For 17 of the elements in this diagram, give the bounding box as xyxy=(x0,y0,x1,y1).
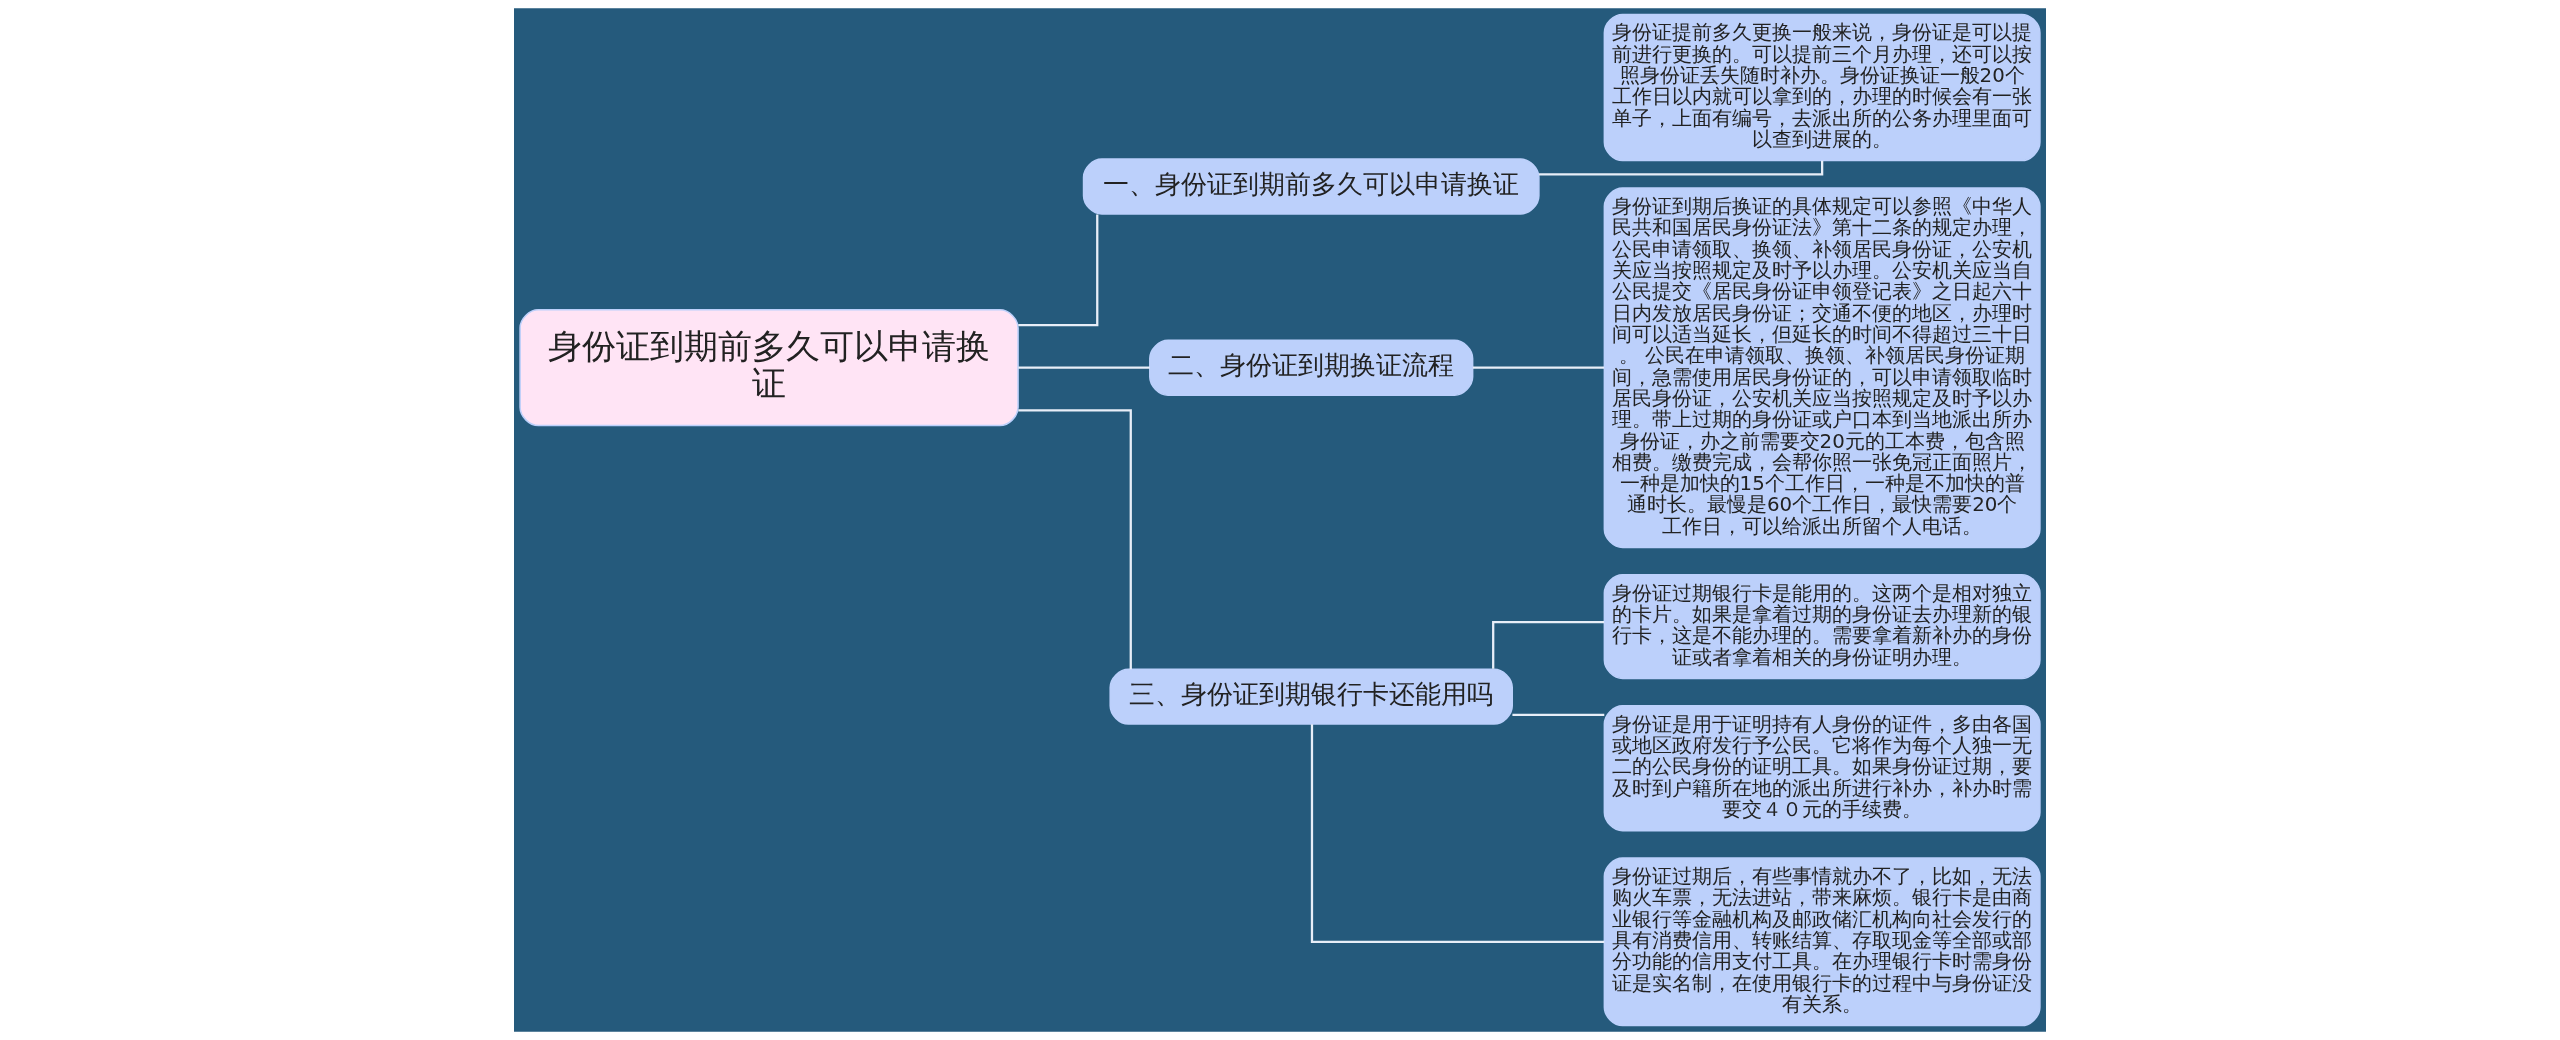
connector xyxy=(1472,366,1605,369)
connector xyxy=(1512,713,1605,717)
node-box: 身份证是用于证明持有人身份的证件，多由各国或地区政府发行予公民。它将作为每个人独一无二的公民身份的证明工具。如果身份证过期，要及时到户籍所在地的派出所进行补办，补办时需要交４０元的手续费。 xyxy=(1603,705,2041,832)
connector xyxy=(1492,620,1605,669)
connector xyxy=(1018,366,1150,369)
connector xyxy=(1018,409,1132,670)
node-box: 身份证过期后，有些事情就办不了，比如，无法购火车票，无法进站，带来麻烦。银行卡是由商业银行等金融机构及邮政储汇机构向社会发行的具有消费信用、转账结算、存取现金等全部或部分功能的信用支付工具。在办理银行卡时需身份证是实名制，在使用银行卡的过程中与身份证没有关系。 xyxy=(1603,857,2041,1027)
connector xyxy=(1310,724,1605,943)
node-box: 三、身份证到期银行卡还能用吗 xyxy=(1109,668,1513,725)
node-box: 身份证到期后换证的具体规定可以参照《中华人民共和国居民身份证法》第十二条的规定办理，公民申请领取、换领、补领居民身份证，公安机关应当按照规定及时予以办理。公安机关应当自公民提交《居民身份证申领登记表》之日起六十日内发放居民身份证；交通不便的地区，办理时间可以适当延长，但延长的时间不得超过三十日。 公民在申请领取、换领、补领居民身份证期间，急需使用居民身份证的，可以申请领取临时居民身份证，公安机关应当按照规定及时予以办理。带上过期的身份证或户口本到当地派出所办身份证，办之前需要交20元的工本费，包含照相费。缴费完成，会帮你照一张免冠正面照片，一种是加快的15个工作日，一种是不加快的普通时长。最慢是60个工作日，最快需要20个工作日，可以给派出所留个人电话。 xyxy=(1603,187,2041,549)
node-box: 身份证到期前多久可以申请换证 xyxy=(519,309,1019,427)
connector xyxy=(1018,214,1099,327)
node-box: 身份证提前多久更换一般来说，身份证是可以提前进行更换的。可以提前三个月办理，还可以按照身份证丢失随时补办。身份证换证一般20个工作日以内就可以拿到的，办理的时候会有一张单子，上面有编号，去派出所的公务办理里面可以查到进展的。 xyxy=(1603,13,2041,162)
node-box: 二、身份证到期换证流程 xyxy=(1149,339,1474,396)
connector xyxy=(1539,160,1824,176)
node-box: 身份证过期银行卡是能用的。这两个是相对独立的卡片。如果是拿着过期的身份证去办理新的银行卡，这是不能办理的。需要拿着新补办的身份证或者拿着相关的身份证明办理。 xyxy=(1603,574,2041,680)
node-box: 一、身份证到期前多久可以申请换证 xyxy=(1082,158,1540,215)
